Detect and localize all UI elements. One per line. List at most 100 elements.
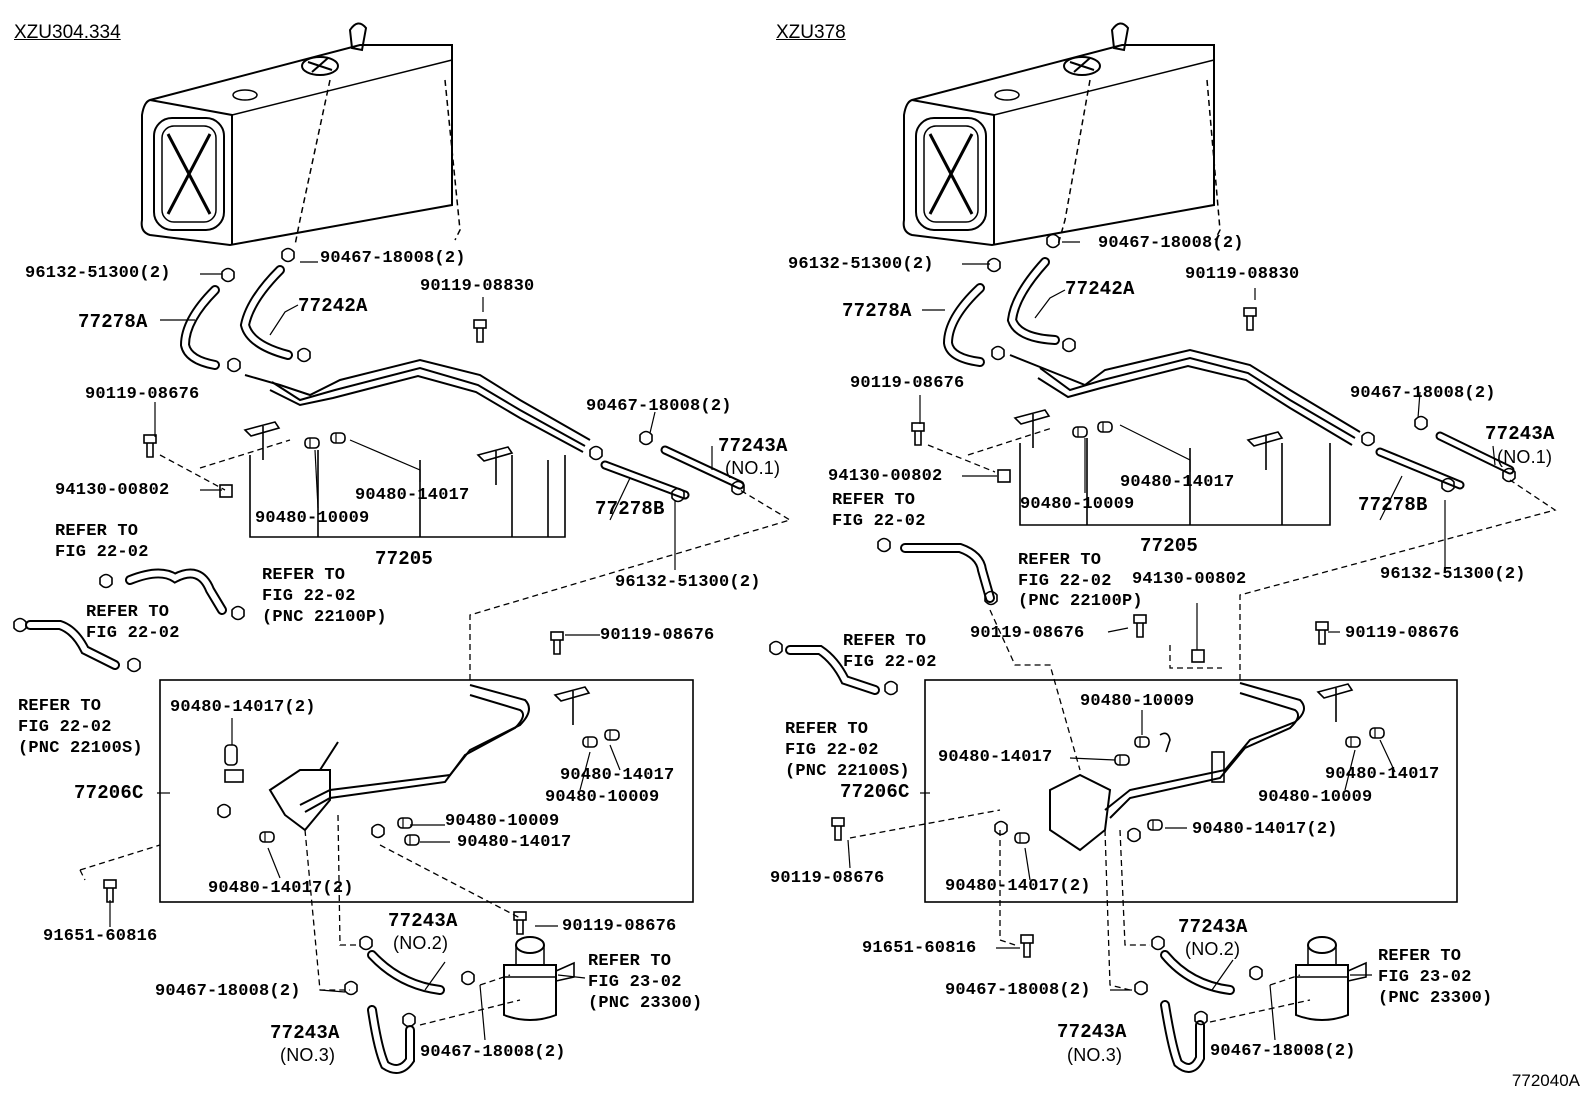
part-77278A-left: 77278A <box>78 311 148 333</box>
grommet-left-g <box>404 834 420 846</box>
part-90480-10009-left-a: 90480-10009 <box>255 509 370 528</box>
part-90480-14017-right-c: 90480-14017 <box>1325 765 1440 784</box>
clamp-left-a <box>221 267 235 283</box>
part-90480-10009-right-c: 90480-10009 <box>1258 788 1373 807</box>
part-90119-08676-right-b: 90119-08676 <box>970 624 1085 643</box>
bolt-left-a <box>143 434 157 458</box>
refer-note-left-4: REFER TO FIG 22-02 (PNC 22100S) <box>18 697 143 758</box>
part-90480-14017-left-a: 90480-14017 <box>355 486 470 505</box>
box-77206C-right <box>924 679 1458 903</box>
part-90480-14017-2-left-a: 90480-14017(2) <box>170 698 316 717</box>
clamp-right-f <box>1414 415 1428 431</box>
bracket-right-c <box>1317 683 1353 723</box>
part-77278B-left: 77278B <box>595 498 665 520</box>
part-77243A-no2-right: 77243A <box>1178 916 1248 938</box>
bolt-90119-08830-left <box>473 319 487 343</box>
refer-note-right-2: REFER TO FIG 22-02 <box>1018 551 1112 591</box>
grommet-right-f <box>1369 727 1385 739</box>
clamp-right-d <box>1062 337 1076 353</box>
pnc-22100p-right: (PNC 22100P) <box>1018 592 1143 611</box>
part-90467-18008-left-mid: 90467-18008(2) <box>586 397 732 416</box>
refer-note-left-2: REFER TO FIG 22-02 (PNC 22100P) <box>262 566 387 627</box>
clamp-left-bot-d <box>402 1012 416 1028</box>
clamp-right-c <box>991 345 1005 361</box>
part-77243A-no3-right: 77243A <box>1057 1021 1127 1043</box>
clamp-left-f <box>639 430 653 446</box>
model-label-left: XZU304.334 <box>14 22 121 43</box>
clamp-left-e <box>589 445 603 461</box>
part-90480-14017-2-left-b: 90480-14017(2) <box>208 879 354 898</box>
model-label-right: XZU378 <box>776 22 846 43</box>
figure-id: 772040A <box>1511 1071 1580 1090</box>
refer-note-left-3: REFER TO FIG 22-02 <box>86 603 180 643</box>
part-91651-60816-left: 91651-60816 <box>43 927 158 946</box>
grommet-left-f <box>397 817 413 829</box>
fuel-filter-right <box>1295 936 1367 1021</box>
part-90480-14017-2-right-a: 90480-14017(2) <box>1192 820 1338 839</box>
part-90119-08830-left: 90119-08830 <box>420 277 535 296</box>
grommet-left-b <box>330 432 346 444</box>
part-90467-18008-left-top: 90467-18008(2) <box>320 249 466 268</box>
bracket-right-a <box>1014 409 1050 449</box>
clamp-left-ref3 <box>13 617 27 633</box>
part-90119-08676-right-c: 90119-08676 <box>1345 624 1460 643</box>
clamp-right-ref4 <box>884 680 898 696</box>
part-90480-10009-left-c: 90480-10009 <box>445 812 560 831</box>
part-90467-18008-right-bot1: 90467-18008(2) <box>945 981 1091 1000</box>
part-77205-left: 77205 <box>375 548 434 570</box>
note-no3-right: (NO.3) <box>1067 1045 1123 1065</box>
part-77243A-no2-left: 77243A <box>388 910 458 932</box>
part-96132-51300-right-bot: 96132-51300(2) <box>1380 565 1526 584</box>
part-94130-00802-right-b: 94130-00802 <box>1132 570 1247 589</box>
clamp-left-ref2 <box>231 605 245 621</box>
part-90119-08676-right-d: 90119-08676 <box>770 869 885 888</box>
part-96132-51300-left-top: 96132-51300(2) <box>25 264 171 283</box>
part-90480-10009-right-b: 90480-10009 <box>1080 692 1195 711</box>
clamp-left-d <box>297 347 311 363</box>
clamp-left-c <box>227 357 241 373</box>
part-77243A-no3-left: 77243A <box>270 1022 340 1044</box>
part-90467-18008-right-bot2: 90467-18008(2) <box>1210 1042 1356 1061</box>
clamp-left-box-a <box>217 803 231 819</box>
clamp-right-ref1 <box>877 537 891 553</box>
clamp-left-bot-b <box>344 980 358 996</box>
refer-note-left-5: REFER TO FIG 23-02 (PNC 23300) <box>588 952 703 1013</box>
clamp-right-box-a <box>994 820 1008 836</box>
grommet-right-e <box>1345 736 1361 748</box>
grommet-left-d <box>604 729 620 741</box>
bolt-91651-left <box>103 879 117 903</box>
note-no1-left: (NO.1) <box>725 458 781 478</box>
grommet-right-g <box>1014 832 1030 844</box>
part-77206C-left: 77206C <box>74 782 144 804</box>
part-90119-08676-left-c: 90119-08676 <box>562 917 677 936</box>
note-no1-right: (NO.1) <box>1497 447 1553 467</box>
right-diagram <box>769 21 1557 1073</box>
part-90119-08676-right-a: 90119-08676 <box>850 374 965 393</box>
bracket-right-b <box>1247 431 1283 471</box>
clamp-right-a <box>987 257 1001 273</box>
clamp-left-box-b <box>371 823 385 839</box>
part-90467-18008-left-bot2: 90467-18008(2) <box>420 1043 566 1062</box>
clamp-left-ref4 <box>127 657 141 673</box>
clamp-right-bot-b <box>1134 980 1148 996</box>
clamp-right-bot-c <box>1249 965 1263 981</box>
part-90467-18008-left-bot1: 90467-18008(2) <box>155 982 301 1001</box>
part-90480-14017-left-b: 90480-14017 <box>560 766 675 785</box>
bolt-right-d <box>831 817 845 841</box>
part-77278B-right: 77278B <box>1358 494 1428 516</box>
bolt-right-b <box>1133 614 1147 638</box>
part-90467-18008-right-mid: 90467-18008(2) <box>1350 384 1496 403</box>
refer-note-right-5: REFER TO FIG 23-02 (PNC 23300) <box>1378 947 1493 1008</box>
part-90119-08676-left-a: 90119-08676 <box>85 385 200 404</box>
clamp-right-b <box>1046 233 1060 249</box>
grommet-right-a <box>1072 426 1088 438</box>
grommet-right-b <box>1097 421 1113 433</box>
clamp-right-bot-a <box>1151 935 1165 951</box>
clamp-right-e <box>1361 431 1375 447</box>
part-77243A-no1-right: 77243A <box>1485 423 1555 445</box>
part-77278A-right: 77278A <box>842 300 912 322</box>
clamp-right-box-b <box>1127 827 1141 843</box>
bracket-left-c <box>554 686 590 726</box>
refer-note-right-3: REFER TO FIG 22-02 <box>843 632 937 672</box>
grommet-right-c <box>1134 736 1150 748</box>
